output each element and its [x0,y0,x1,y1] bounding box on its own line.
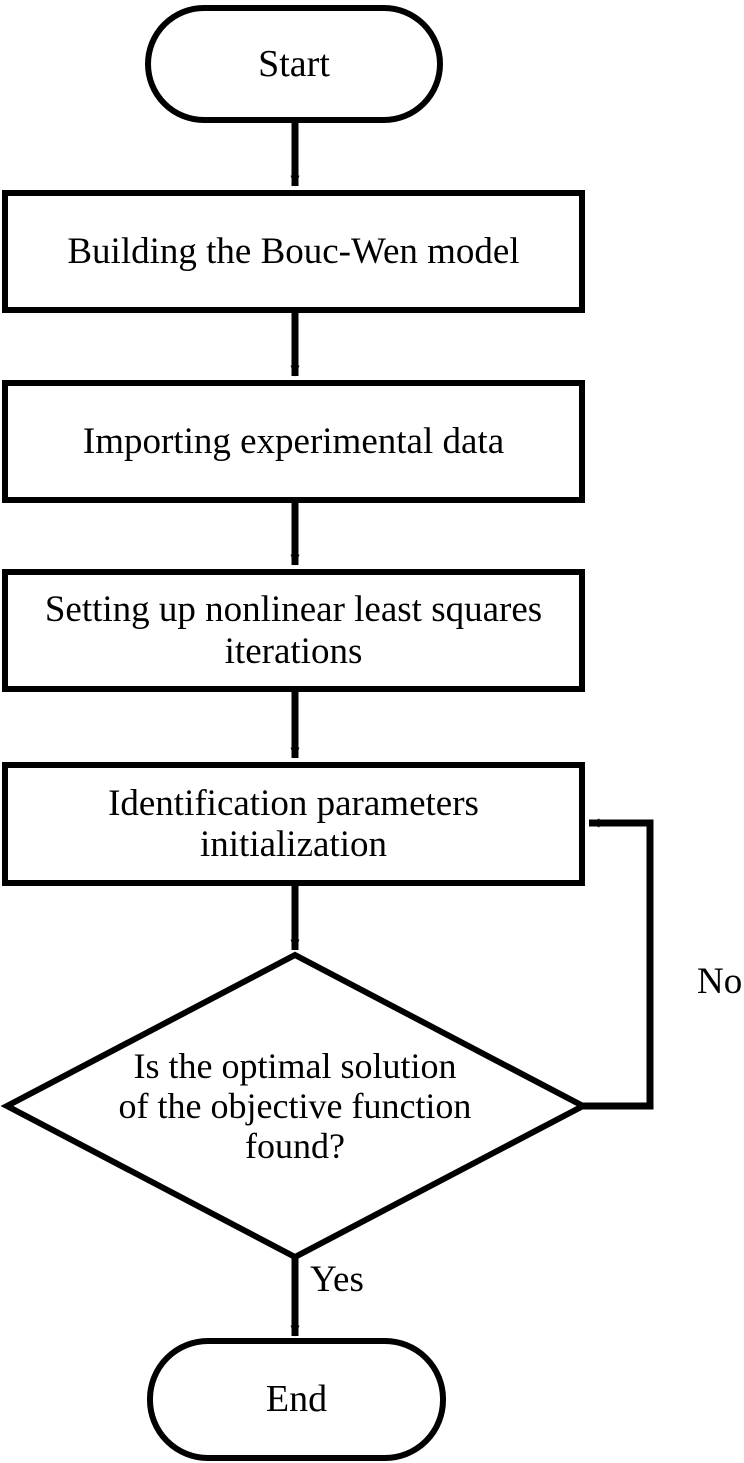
node-import-data-shape [2,380,585,503]
node-start-shape [145,5,443,123]
node-build-model-shape [2,190,585,313]
node-setup-iterations-shape [2,569,585,692]
edge-decision-no-feedback [583,818,654,1110]
node-decision-optimal-shape [0,951,590,1261]
node-init-parameters-shape [2,762,585,886]
node-end-shape [147,1338,446,1461]
